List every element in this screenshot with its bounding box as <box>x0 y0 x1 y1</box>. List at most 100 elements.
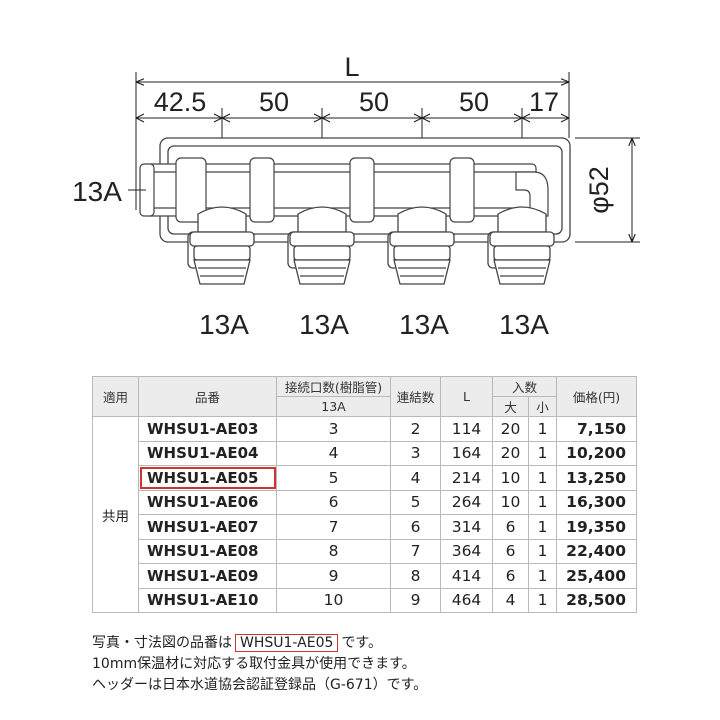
header-application: 適用 <box>92 376 139 417</box>
length-cell: 314 <box>440 514 493 540</box>
model-cell: WHSU1-AE05 <box>138 465 277 491</box>
ports-cell: 4 <box>276 440 391 466</box>
price-cell: 19,350 <box>556 514 637 540</box>
pack-large-cell: 4 <box>492 587 529 613</box>
connections-cell: 8 <box>390 563 441 589</box>
header-model: 品番 <box>138 376 277 417</box>
outlet-3 <box>389 206 455 285</box>
diameter-dimension <box>575 137 640 243</box>
note-line-3: ヘッダーは日本水道協会認証登録品（G-671）です。 <box>92 677 428 693</box>
length-cell: 214 <box>440 465 493 491</box>
model-cell: WHSU1-AE08 <box>138 538 277 564</box>
pack-small-cell: 1 <box>528 440 557 466</box>
price-cell: 13,250 <box>556 465 637 491</box>
header-pack: 入数 <box>492 376 557 397</box>
price-cell: 16,300 <box>556 489 637 515</box>
header-connections: 連結数 <box>390 376 441 417</box>
spec-table: 適用 品番 接続口数(樹脂管) 連結数 L 入数 価格(円) 13A 大 小 共… <box>92 376 637 613</box>
connections-cell: 2 <box>390 416 441 442</box>
length-cell: 264 <box>440 489 493 515</box>
header-pack-small: 小 <box>528 396 557 417</box>
outlet-connectors <box>189 206 555 285</box>
pack-small-cell: 1 <box>528 538 557 564</box>
pack-small-cell: 1 <box>528 563 557 589</box>
dimension-drawing: L 42.5 50 50 50 17 φ52 <box>72 52 640 340</box>
group-cell: 共用 <box>92 416 139 613</box>
model-cell: WHSU1-AE10 <box>138 587 277 613</box>
length-cell: 364 <box>440 538 493 564</box>
inlet-label: 13A <box>72 176 122 207</box>
outlet-2 <box>289 206 355 285</box>
price-cell: 28,500 <box>556 587 637 613</box>
pack-small-cell: 1 <box>528 465 557 491</box>
outlet-label-2: 13A <box>299 309 349 340</box>
dim-segment-2: 50 <box>259 87 289 117</box>
price-cell: 7,150 <box>556 416 637 442</box>
pack-small-cell: 1 <box>528 514 557 540</box>
ports-cell: 5 <box>276 465 391 491</box>
pack-large-cell: 6 <box>492 563 529 589</box>
price-cell: 10,200 <box>556 440 637 466</box>
note-model-box: WHSU1-AE05 <box>235 634 339 652</box>
ports-cell: 6 <box>276 489 391 515</box>
ports-cell: 7 <box>276 514 391 540</box>
header-length: L <box>440 376 493 417</box>
outlet-4 <box>489 206 555 285</box>
dim-segment-4: 50 <box>459 87 489 117</box>
header-price: 価格(円) <box>556 376 637 417</box>
outlet-label-3: 13A <box>399 309 449 340</box>
connections-cell: 4 <box>390 465 441 491</box>
pack-large-cell: 10 <box>492 489 529 515</box>
ports-cell: 8 <box>276 538 391 564</box>
connections-cell: 7 <box>390 538 441 564</box>
length-cell: 114 <box>440 416 493 442</box>
pack-large-cell: 20 <box>492 440 529 466</box>
dim-segment-1: 42.5 <box>154 87 207 117</box>
length-cell: 164 <box>440 440 493 466</box>
pack-small-cell: 1 <box>528 587 557 613</box>
pack-large-cell: 6 <box>492 514 529 540</box>
ports-cell: 9 <box>276 563 391 589</box>
outlet-1 <box>189 206 255 285</box>
connections-cell: 5 <box>390 489 441 515</box>
pack-large-cell: 10 <box>492 465 529 491</box>
overall-dimension <box>135 72 570 210</box>
model-cell: WHSU1-AE04 <box>138 440 277 466</box>
header-pack-large: 大 <box>492 396 529 417</box>
header-ports: 接続口数(樹脂管) <box>276 376 391 397</box>
price-cell: 22,400 <box>556 538 637 564</box>
dim-segment-3: 50 <box>359 87 389 117</box>
connections-cell: 9 <box>390 587 441 613</box>
outlet-label-4: 13A <box>499 309 549 340</box>
pack-small-cell: 1 <box>528 489 557 515</box>
model-cell: WHSU1-AE06 <box>138 489 277 515</box>
ports-cell: 3 <box>276 416 391 442</box>
pack-large-cell: 6 <box>492 538 529 564</box>
model-cell: WHSU1-AE07 <box>138 514 277 540</box>
diameter-label: φ52 <box>584 166 614 214</box>
header-ports-sub: 13A <box>276 396 391 417</box>
pack-large-cell: 20 <box>492 416 529 442</box>
dim-segment-5: 17 <box>529 87 559 117</box>
outlet-label-1: 13A <box>199 309 249 340</box>
ports-cell: 10 <box>276 587 391 613</box>
pack-small-cell: 1 <box>528 416 557 442</box>
model-cell: WHSU1-AE03 <box>138 416 277 442</box>
price-cell: 25,400 <box>556 563 637 589</box>
length-cell: 464 <box>440 587 493 613</box>
connections-cell: 6 <box>390 514 441 540</box>
connections-cell: 3 <box>390 440 441 466</box>
model-cell: WHSU1-AE09 <box>138 563 277 589</box>
note-line-2: 10mm保温材に対応する取付金具が使用できます。 <box>92 656 416 672</box>
